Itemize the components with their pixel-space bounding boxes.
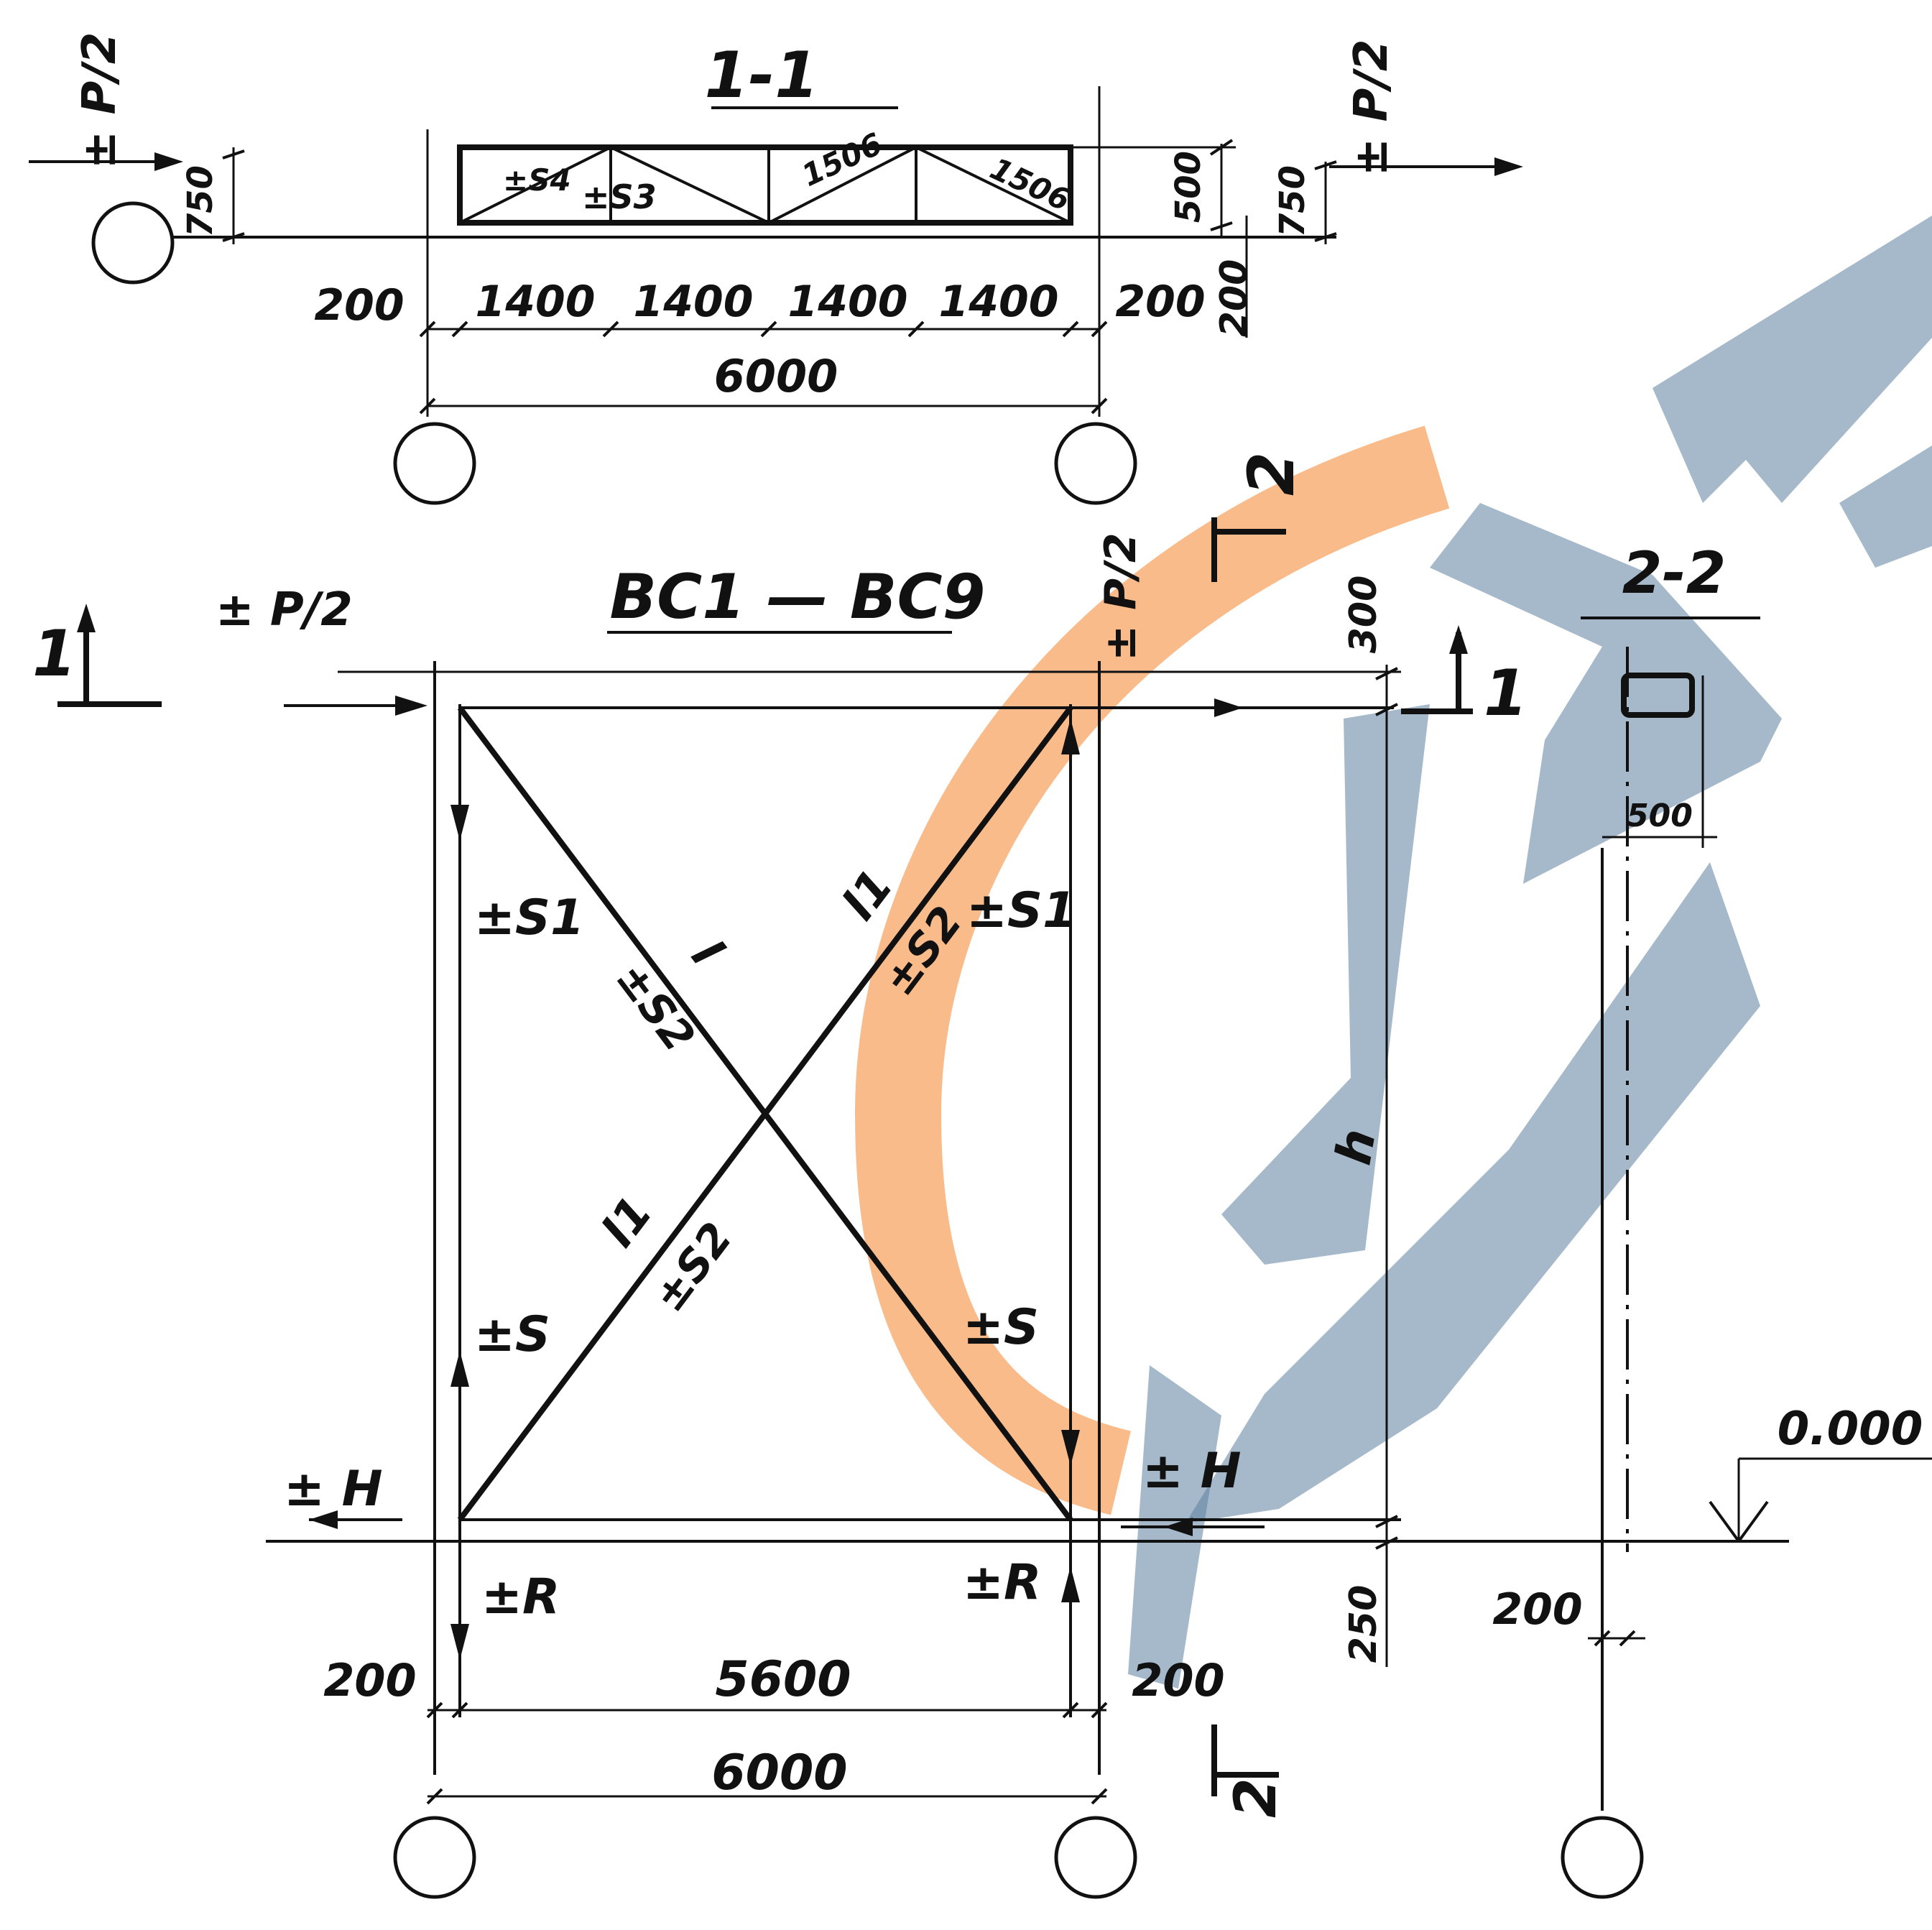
- section-1-1: 1-1 ± P/2 750 ±S4 ±S3 1506 1506: [29, 32, 1523, 505]
- section-2-2-title: 2-2: [1622, 540, 1727, 606]
- section-2-2: 2-2 500 0.000 200: [1492, 540, 1932, 1899]
- axis-circle-1-bottom-left: [393, 422, 476, 505]
- elevation-title: ВС1 — ВС9: [610, 561, 986, 633]
- horizontal-reaction-left: ± H: [284, 1461, 383, 1518]
- watermark-logo: [854, 216, 1932, 1689]
- member-label-s3: ±S3: [582, 177, 657, 216]
- axis-circle-1-bottom-right: [1054, 422, 1137, 505]
- diag-length-cross-bottom: l1: [592, 1187, 663, 1257]
- top-offset-dim: 300: [1342, 576, 1385, 654]
- bottom-dim-5: 200: [1115, 277, 1205, 327]
- axis-circle-2-2: [1561, 1816, 1644, 1899]
- height-dim-1-1: 500: [1168, 151, 1208, 223]
- column-force-left-bottom: ±S: [474, 1306, 550, 1363]
- load-arrow-left-1: [154, 152, 183, 171]
- section-mark-left-1: 1: [32, 617, 76, 691]
- bottom-dim-4: 1400: [939, 277, 1059, 327]
- level-mark: 0.000: [1778, 1403, 1923, 1456]
- offset-dim-left: 750: [180, 165, 221, 237]
- load-label-right: ± P/2: [1096, 532, 1146, 661]
- member-label-s4: ±S4: [503, 162, 571, 198]
- bottom-dim-2: 1400: [634, 277, 754, 327]
- member-label-3: 1506: [797, 126, 888, 193]
- axis-circle-bottom-left: [393, 1816, 476, 1899]
- column-force-right-bottom: ±S: [963, 1299, 1039, 1356]
- vertical-reaction-right: ±R: [963, 1554, 1041, 1611]
- side-dim-right: 200: [1132, 1654, 1224, 1707]
- load-label-left: ± P/2: [216, 583, 353, 637]
- side-dim-1-1-vertical: 200: [1213, 259, 1256, 338]
- reaction-arrow-right: [1164, 1518, 1193, 1536]
- side-dim-left: 200: [323, 1654, 416, 1707]
- section-1-1-title: 1-1: [705, 38, 819, 112]
- inner-span-dim: 5600: [715, 1651, 851, 1708]
- horizontal-reaction-right: ± H: [1142, 1443, 1242, 1500]
- offset-dim-2-2: 200: [1492, 1584, 1582, 1635]
- member-label-4: 1506: [985, 151, 1076, 218]
- total-span-dim: 6000: [711, 1745, 847, 1801]
- section-mark-bottom-2: 2: [1222, 1778, 1289, 1818]
- bottom-dim-0: 200: [314, 280, 404, 331]
- vertical-reaction-left: ±R: [481, 1569, 560, 1625]
- section-mark-top-2: 2: [1234, 452, 1308, 496]
- bottom-dim-1: 1400: [476, 277, 596, 327]
- reaction-arrow-left: [309, 1510, 338, 1529]
- width-dim-2-2: 500: [1627, 798, 1693, 834]
- offset-dim-right: 750: [1272, 165, 1313, 237]
- bottom-dim-3: 1400: [788, 277, 908, 327]
- total-dim-1-1: 6000: [714, 350, 838, 402]
- column-force-right-top: ±S1: [966, 882, 1076, 939]
- bottom-offset-dim: 250: [1342, 1585, 1385, 1663]
- diag-length-main: l: [680, 931, 733, 976]
- diag-force-cross-bottom: ±S2: [644, 1214, 742, 1321]
- load-arrow-right-1: [1494, 157, 1523, 176]
- axis-circle-bottom-right: [1054, 1816, 1137, 1899]
- load-label-left-1: ± P/2: [73, 32, 126, 170]
- truss-frame: [457, 144, 1073, 226]
- section-mark-right-1: 1: [1484, 656, 1527, 730]
- axis-circle-1-left: [91, 201, 175, 285]
- diagonal-cross: [457, 706, 1073, 1522]
- column-force-left-top: ±S1: [474, 890, 584, 946]
- elevation-bc: ВС1 — ВС9 1 1 2 ± P/2 ± P/2: [32, 452, 1789, 1899]
- load-arrow-left: [395, 696, 427, 716]
- load-label-right-1: ± P/2: [1345, 40, 1398, 177]
- channel-profile: [1621, 673, 1695, 718]
